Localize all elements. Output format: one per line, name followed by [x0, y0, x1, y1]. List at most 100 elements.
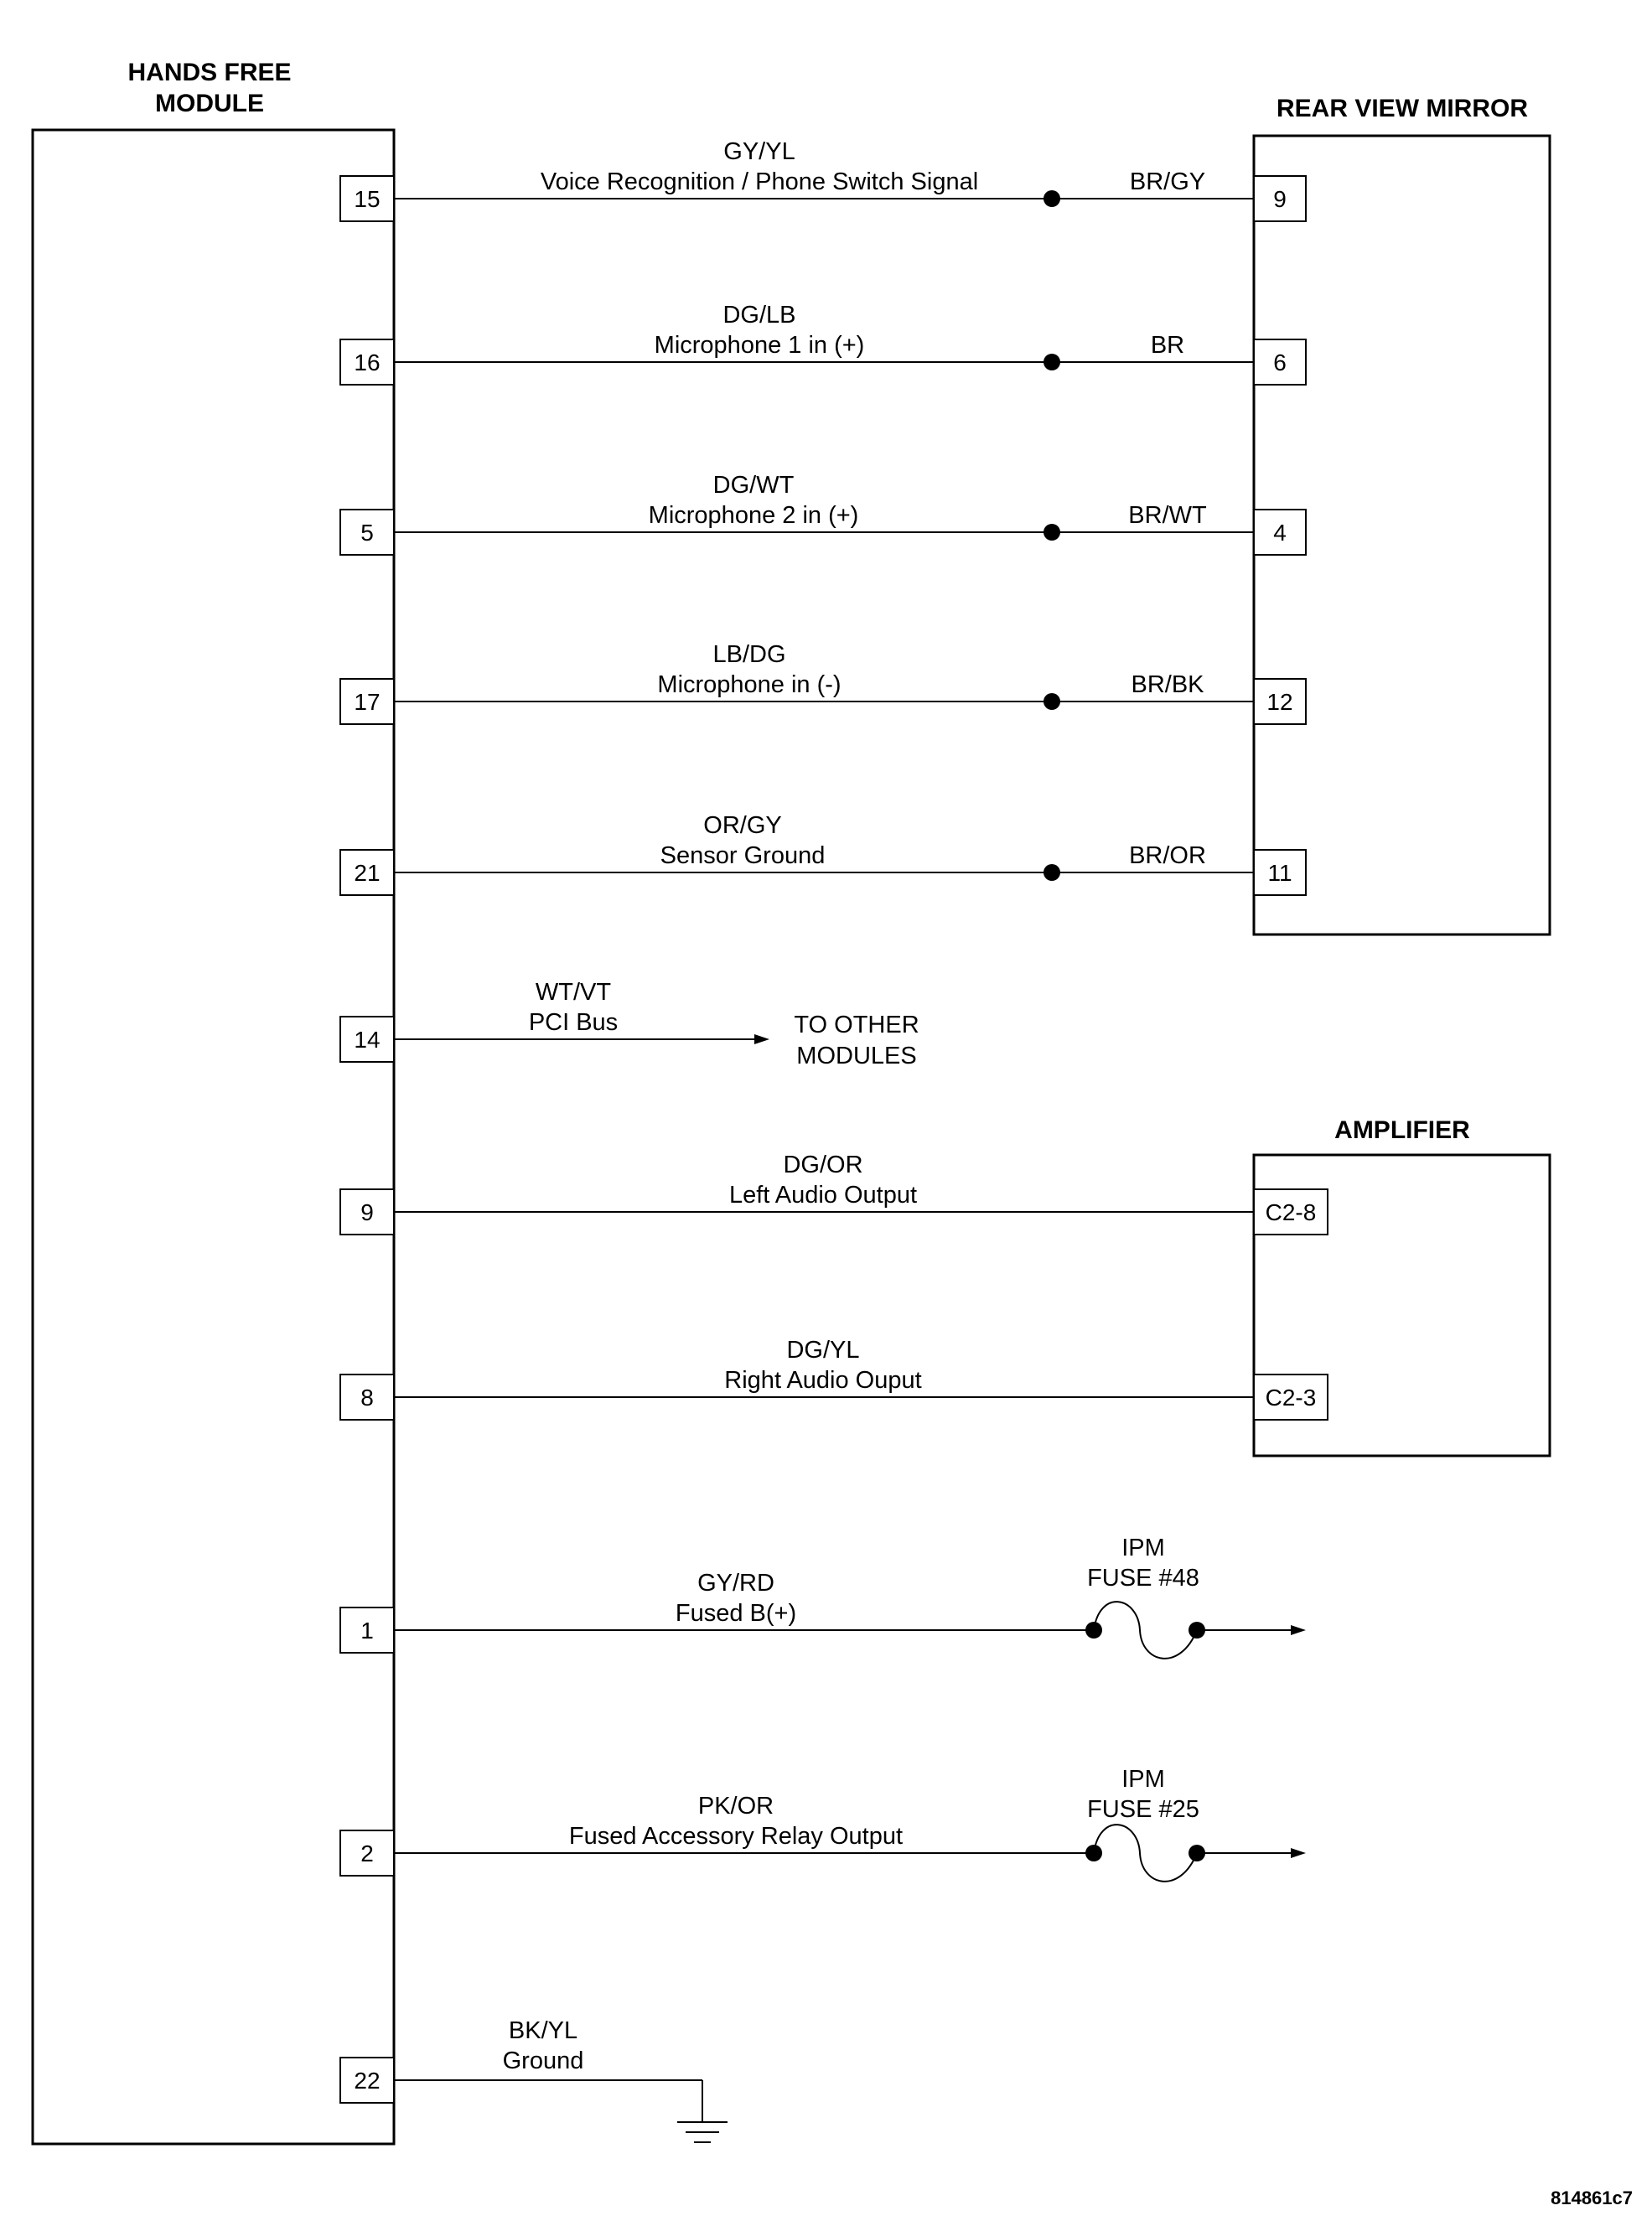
amp-pin-number: C2-8: [1266, 1199, 1317, 1225]
module-pin-number: 14: [354, 1027, 380, 1053]
rear-view-mirror: REAR VIEW MIRROR: [1252, 95, 1551, 936]
wire-color: DG/LB: [722, 302, 795, 329]
amp-pin-box: [1253, 1374, 1328, 1421]
mirror-circuit: 16 DG/LB Microphone 1 in (+) BR 6: [339, 302, 1307, 386]
mirror-circuit: 5 DG/WT Microphone 2 in (+) BR/WT 4: [339, 472, 1307, 556]
mirror-pin-number: 12: [1266, 689, 1292, 715]
wire-color: PK/OR: [698, 1793, 774, 1820]
fuse-location: IPM: [1121, 1535, 1165, 1561]
wire-color: OR/GY: [703, 812, 781, 839]
module-pin-box: [339, 678, 395, 725]
signal-name: Fused B(+): [676, 1600, 796, 1627]
module-pin-box: [339, 1607, 395, 1654]
splice-dot: [1044, 864, 1060, 881]
signal-name: Voice Recognition / Phone Switch Signal: [541, 168, 978, 195]
module-pin-box: [339, 175, 395, 222]
amp-pin-box: [1253, 1188, 1328, 1235]
module-pin-number: 2: [360, 1840, 374, 1866]
module-pin-box: [339, 1374, 395, 1421]
fuse-circuit: 1 GY/RD Fused B(+) IPM FUSE #48: [339, 1535, 1306, 1659]
wire-color: DG/WT: [713, 472, 795, 499]
mirror-wire-color: BR: [1151, 332, 1184, 359]
mirror-wire-color: BR/BK: [1131, 671, 1204, 698]
ground-circuit: 22 BK/YL Ground: [339, 2017, 728, 2143]
module-pin-box: [339, 2057, 395, 2104]
amplifier-circuit: 8 DG/YL Right Audio Ouput C2-3: [339, 1337, 1328, 1421]
module-pin-box: [339, 509, 395, 556]
module-pin-number: 8: [360, 1385, 374, 1411]
signal-name: Microphone 1 in (+): [655, 332, 865, 359]
module-pin-box: [339, 1188, 395, 1235]
wire-color: GY/RD: [697, 1570, 774, 1597]
module-pin-box: [339, 1016, 395, 1063]
module-pin-number: 22: [354, 2068, 380, 2094]
module-pin-number: 9: [360, 1199, 374, 1225]
hands-free-module: HANDS FREE MODULE: [31, 59, 396, 2146]
mirror-title: REAR VIEW MIRROR: [1277, 95, 1528, 122]
wire-color: LB/DG: [712, 641, 785, 668]
signal-name: Sensor Ground: [660, 842, 826, 869]
signal-name: Left Audio Output: [729, 1182, 917, 1209]
signal-name: PCI Bus: [529, 1009, 618, 1036]
fuse-circuit: 2 PK/OR Fused Accessory Relay Output IPM…: [339, 1766, 1306, 1882]
mirror-pin-box: [1253, 175, 1307, 222]
arrow-right-icon: [754, 1034, 769, 1044]
figure-id: 814861c7: [1551, 2187, 1633, 2208]
splice-dot: [1044, 190, 1060, 207]
mirror-pin-box: [1253, 849, 1307, 896]
amplifier-circuit: 9 DG/OR Left Audio Output C2-8: [339, 1152, 1328, 1235]
destination-line1: TO OTHER: [794, 1012, 919, 1038]
arrow-right-icon: [1291, 1625, 1306, 1635]
wire-color: WT/VT: [536, 979, 611, 1006]
fuse-location: IPM: [1121, 1766, 1165, 1793]
mirror-circuit: 21 OR/GY Sensor Ground BR/OR 11: [339, 812, 1307, 896]
module-pin-number: 21: [354, 860, 380, 886]
module-title-line2: MODULE: [155, 90, 264, 117]
amplifier: AMPLIFIER: [1252, 1116, 1551, 1457]
wire-color: DG/OR: [783, 1152, 862, 1178]
mirror-circuit: 17 LB/DG Microphone in (-) BR/BK 12: [339, 641, 1307, 725]
module-pin-number: 15: [354, 186, 380, 212]
signal-name: Microphone in (-): [657, 671, 841, 698]
wire-color: GY/YL: [723, 138, 795, 165]
splice-dot: [1044, 524, 1060, 541]
mirror-circuit: 15 GY/YL Voice Recognition / Phone Switc…: [339, 138, 1307, 222]
destination-line2: MODULES: [796, 1043, 916, 1069]
wire-color: BK/YL: [509, 2017, 577, 2044]
signal-name: Right Audio Ouput: [724, 1367, 921, 1394]
hands-free-module-box: [31, 128, 396, 2146]
mirror-wire-color: BR/OR: [1129, 842, 1206, 869]
signal-name: Microphone 2 in (+): [649, 502, 859, 529]
module-pin-box: [339, 849, 395, 896]
wire-color: DG/YL: [786, 1337, 859, 1364]
arrow-right-icon: [1291, 1848, 1306, 1858]
fuse-number: FUSE #48: [1087, 1565, 1199, 1592]
signal-name: Fused Accessory Relay Output: [569, 1823, 903, 1850]
mirror-pin-box: [1253, 339, 1307, 386]
signal-name: Ground: [503, 2048, 584, 2074]
mirror-pin-number: 6: [1273, 349, 1287, 375]
pci-bus-circuit: 14 WT/VT PCI Bus TO OTHER MODULES: [339, 979, 919, 1069]
splice-dot: [1044, 354, 1060, 370]
mirror-wire-color: BR/WT: [1128, 502, 1207, 529]
splice-dot: [1044, 693, 1060, 710]
ground-symbol-icon: [677, 2121, 728, 2143]
mirror-wire-color: BR/GY: [1130, 168, 1205, 195]
fuse-icon: [1093, 1601, 1198, 1659]
module-pin-number: 16: [354, 349, 380, 375]
fuse-number: FUSE #25: [1087, 1796, 1199, 1823]
module-pin-box: [339, 339, 395, 386]
amplifier-box: [1252, 1153, 1551, 1457]
fuse-icon: [1093, 1824, 1198, 1882]
mirror-pin-box: [1253, 509, 1307, 556]
mirror-pin-number: 9: [1273, 186, 1287, 212]
amplifier-title: AMPLIFIER: [1334, 1116, 1470, 1144]
module-pin-box: [339, 1830, 395, 1877]
mirror-pin-box: [1253, 678, 1307, 725]
module-pin-number: 5: [360, 520, 374, 546]
mirror-pin-number: 11: [1267, 860, 1292, 886]
module-title-line1: HANDS FREE: [127, 59, 291, 86]
amp-pin-number: C2-3: [1266, 1385, 1317, 1411]
module-pin-number: 1: [360, 1618, 374, 1644]
